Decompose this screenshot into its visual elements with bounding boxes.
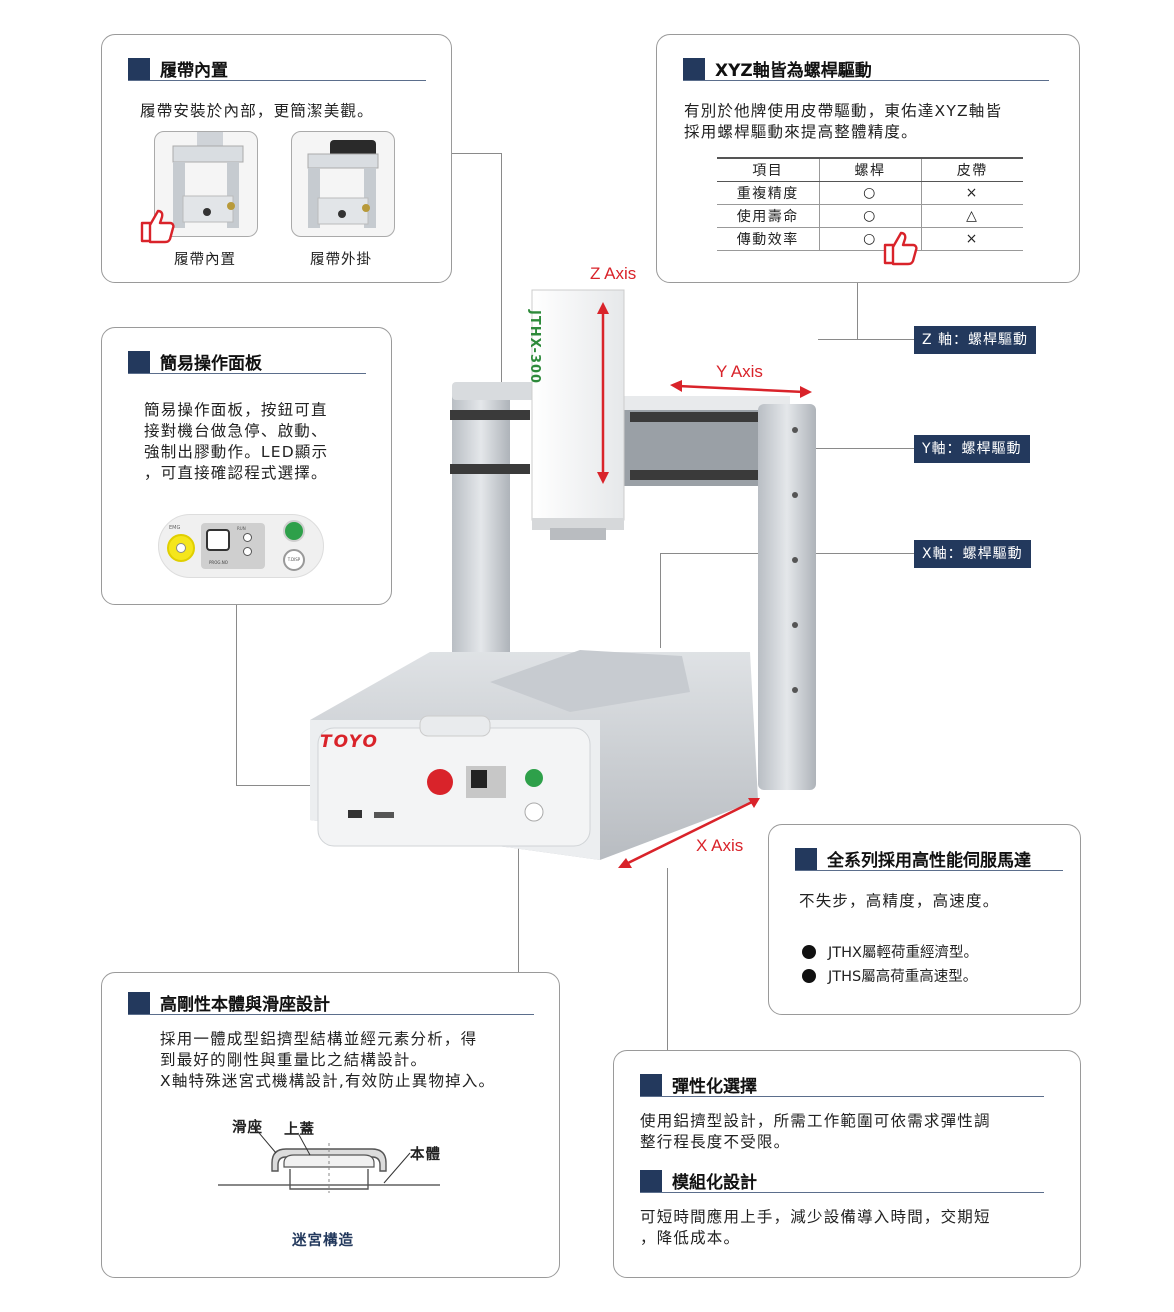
- z-axis-tag: Z 軸：螺桿驅動: [914, 326, 1037, 354]
- control-panel-image: EMG RUN PROG.NO T.DISP: [158, 514, 324, 578]
- table-cell: ×: [921, 227, 1023, 251]
- x-axis-tag: X軸：螺桿驅動: [914, 540, 1031, 568]
- tdisp-label: T.DISP: [287, 557, 301, 562]
- belt-desc: 履帶安裝於內部，更簡潔美觀。: [140, 102, 374, 120]
- table-header: 螺桿: [819, 157, 922, 182]
- belt-card: 履帶內置 履帶安裝於內部，更簡潔美觀。 履帶內置 履帶外掛: [101, 34, 452, 283]
- table-row: 重複精度 ○ ×: [717, 181, 1023, 205]
- screw-title: XYZ軸皆為螺桿驅動: [683, 57, 1049, 81]
- table-cell: 傳動效率: [717, 227, 820, 251]
- table-cell: 使用壽命: [717, 204, 820, 228]
- caption-inside: 履帶內置: [174, 252, 236, 268]
- connector-screw-h: [818, 339, 914, 340]
- maze-diagram: [214, 1113, 444, 1203]
- rigid-desc: 採用一體成型鋁擠型結構並經元素分析，得 到最好的剛性與重量比之結構設計。 X軸特…: [160, 1030, 496, 1090]
- run-label: RUN: [237, 526, 246, 531]
- title-square-icon: [683, 57, 705, 80]
- machine-illustration: JTHX-300 TOYO: [300, 280, 840, 880]
- servo-card: 全系列採用高性能伺服馬達 不失步，高精度，高速度。 JTHX屬輕荷重經濟型。 J…: [768, 824, 1081, 1015]
- x-axis-label: X Axis: [696, 836, 744, 855]
- table-cell: 重複精度: [717, 181, 820, 205]
- table-row: 使用壽命 ○ △: [717, 204, 1023, 228]
- emergency-button: [167, 534, 195, 562]
- panel-card: 簡易操作面板 簡易操作面板，按鈕可直 接對機台做急停、啟動、 強制出膠動作。LE…: [101, 327, 392, 605]
- connector-flex-v: [667, 868, 668, 1050]
- panel-title-text: 簡易操作面板: [160, 354, 262, 374]
- tdisp-button: T.DISP: [283, 549, 305, 571]
- bullet-dot-icon: [802, 968, 816, 983]
- table-header: 皮帶: [921, 157, 1023, 182]
- thumbs-up-icon: [138, 205, 178, 249]
- connector-belt-v: [501, 153, 502, 425]
- belt-outside-image: [291, 131, 395, 237]
- connector-belt: [452, 153, 502, 154]
- label-cover: 上蓋: [284, 1122, 315, 1138]
- comparison-table: 項目 螺桿 皮帶 重複精度 ○ × 使用壽命 ○ △ 傳動效率 ○ ×: [717, 157, 1023, 251]
- flex-title-text: 彈性化選擇: [672, 1077, 757, 1097]
- rigid-title-text: 高剛性本體與滑座設計: [160, 995, 330, 1015]
- table-cell: ○: [819, 181, 922, 205]
- list-item: JTHS屬高荷重高速型。: [802, 965, 977, 986]
- label-maze: 迷宮構造: [292, 1233, 354, 1249]
- title-square-icon: [128, 57, 150, 80]
- connector-x-v: [660, 553, 661, 648]
- title-square-icon: [128, 350, 150, 373]
- flex-title: 彈性化選擇: [640, 1073, 1044, 1097]
- servo-title: 全系列採用高性能伺服馬達: [795, 847, 1063, 871]
- start-button: [283, 520, 305, 542]
- table-cell: △: [921, 204, 1023, 228]
- bullet-dot-icon: [802, 944, 816, 959]
- z-axis-label: Z Axis: [590, 264, 637, 283]
- bullet-text: JTHS屬高荷重高速型。: [828, 969, 978, 985]
- screw-title-text: XYZ軸皆為螺桿驅動: [715, 61, 872, 81]
- rigid-title: 高剛性本體與滑座設計: [128, 991, 534, 1015]
- list-item: JTHX屬輕荷重經濟型。: [802, 941, 978, 962]
- belt-title-text: 履帶內置: [160, 61, 228, 81]
- modular-title-text: 模組化設計: [672, 1173, 757, 1193]
- belt-inside-image: [154, 131, 258, 237]
- table-cell: ×: [921, 181, 1023, 205]
- panel-desc: 簡易操作面板，按鈕可直 接對機台做急停、啟動、 強制出膠動作。LED顯示 ，可直…: [144, 401, 329, 482]
- table-row: 傳動效率 ○ ×: [717, 227, 1023, 251]
- modular-title: 模組化設計: [640, 1169, 1044, 1193]
- flex-card: 彈性化選擇 使用鋁擠型設計，所需工作範圍可依需求彈性調 整行程長度不受限。 模組…: [613, 1050, 1081, 1278]
- table-header: 項目: [717, 157, 820, 182]
- title-square-icon: [128, 991, 150, 1014]
- table-cell: ○: [819, 204, 922, 228]
- connector-y: [720, 448, 914, 449]
- table-header-row: 項目 螺桿 皮帶: [717, 157, 1023, 182]
- connector-panel-v: [236, 605, 237, 785]
- y-axis-tag: Y軸：螺桿驅動: [914, 435, 1030, 463]
- panel-title: 簡易操作面板: [128, 350, 366, 374]
- title-square-icon: [640, 1073, 662, 1096]
- prog-label: PROG.NO: [209, 560, 228, 565]
- screw-card: XYZ軸皆為螺桿驅動 有別於他牌使用皮帶驅動，東佑達XYZ軸皆 採用螺桿驅動來提…: [656, 34, 1080, 283]
- led-display: RUN PROG.NO: [201, 523, 265, 569]
- title-square-icon: [640, 1169, 662, 1192]
- y-axis-label: Y Axis: [716, 362, 763, 381]
- title-square-icon: [795, 847, 817, 870]
- label-body: 本體: [410, 1147, 441, 1163]
- servo-desc: 不失步，高精度，高速度。: [799, 892, 1000, 910]
- brand-logo: TOYO: [320, 732, 379, 752]
- bullet-text: JTHX屬輕荷重經濟型。: [828, 945, 978, 961]
- rigid-card: 高剛性本體與滑座設計 採用一體成型鋁擠型結構並經元素分析，得 到最好的剛性與重量…: [101, 972, 560, 1278]
- model-label: JTHX-300: [527, 310, 542, 385]
- caption-outside: 履帶外掛: [310, 252, 372, 268]
- connector-screw-v: [857, 283, 858, 339]
- modular-desc: 可短時間應用上手，減少設備導入時間，交期短 ，降低成本。: [640, 1208, 991, 1247]
- thumbs-up-icon: [881, 227, 921, 271]
- flex-desc: 使用鋁擠型設計，所需工作範圍可依需求彈性調 整行程長度不受限。: [640, 1112, 991, 1151]
- label-slider: 滑座: [232, 1120, 263, 1136]
- servo-title-text: 全系列採用高性能伺服馬達: [827, 851, 1031, 871]
- belt-title: 履帶內置: [128, 57, 426, 81]
- screw-desc: 有別於他牌使用皮帶驅動，東佑達XYZ軸皆 採用螺桿驅動來提高整體精度。: [684, 102, 1003, 141]
- emg-label: EMG: [169, 525, 181, 531]
